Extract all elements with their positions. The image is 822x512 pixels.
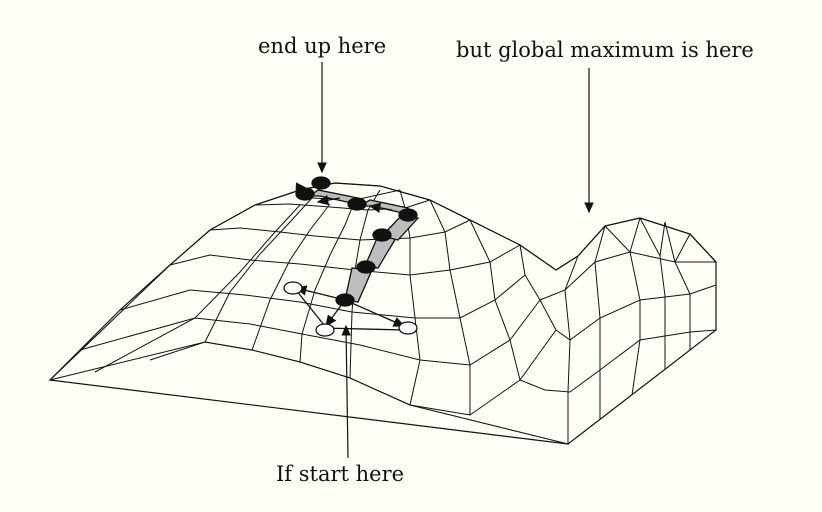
probe-arrow xyxy=(368,202,393,213)
probe-arrow xyxy=(295,289,329,331)
probe-arrow xyxy=(316,195,341,206)
probe-arrow xyxy=(321,327,406,331)
start-neighbor-point xyxy=(283,281,303,295)
visited-point xyxy=(295,187,315,201)
start-label: If start here xyxy=(276,462,405,486)
middle-grid xyxy=(349,189,569,445)
visited-point xyxy=(335,293,355,307)
visited-point xyxy=(347,197,367,211)
annotation-arrows xyxy=(317,62,594,459)
visited-point xyxy=(311,176,331,190)
visited-point xyxy=(398,208,418,222)
global-maximum-label: but global maximum is here xyxy=(456,38,754,62)
surface-base xyxy=(48,182,717,445)
right-ridge-grid xyxy=(519,217,717,444)
start-arrow xyxy=(341,324,351,459)
end-label: end up here xyxy=(258,34,387,58)
start-neighbor-point xyxy=(315,323,335,337)
visited-point xyxy=(372,228,392,242)
visited-point xyxy=(356,260,376,274)
hill-climbing-path xyxy=(283,176,420,337)
start-neighbor-point xyxy=(398,321,418,335)
probe-arrow xyxy=(344,299,406,327)
